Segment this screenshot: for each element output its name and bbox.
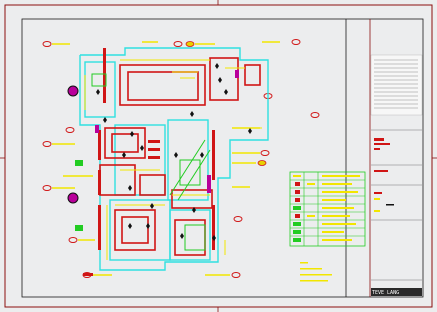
elevation-tag-icon xyxy=(233,216,243,222)
elevation-tag-icon xyxy=(68,237,78,243)
column-marker-icon xyxy=(67,192,79,204)
elevation-tag-icon xyxy=(231,272,241,278)
inner-border xyxy=(21,18,424,298)
elevation-tag-icon xyxy=(42,185,52,191)
elevation-tag-icon xyxy=(310,112,320,118)
legend-table xyxy=(289,171,366,247)
column-marker-icon xyxy=(67,85,79,97)
top-annotations xyxy=(42,39,301,47)
elevation-tag-icon xyxy=(260,150,270,156)
light-fixture-icon xyxy=(96,63,252,241)
left-annotations xyxy=(42,85,112,278)
title-block-brand: TEVE LANG xyxy=(372,290,399,296)
floor-plan xyxy=(79,47,269,276)
outer-frame xyxy=(4,4,433,308)
general-notes xyxy=(300,262,332,282)
elevation-tag-icon xyxy=(42,141,52,147)
elevation-tag-icon xyxy=(185,41,195,47)
elevation-tag-icon xyxy=(42,41,52,47)
elevation-tag-icon xyxy=(257,160,267,166)
elevation-tag-icon xyxy=(173,41,183,47)
right-annotations xyxy=(205,93,320,278)
elevation-tag-icon xyxy=(65,127,75,133)
elevation-tag-icon xyxy=(291,39,301,45)
title-block: TEVE LANG xyxy=(370,54,423,296)
